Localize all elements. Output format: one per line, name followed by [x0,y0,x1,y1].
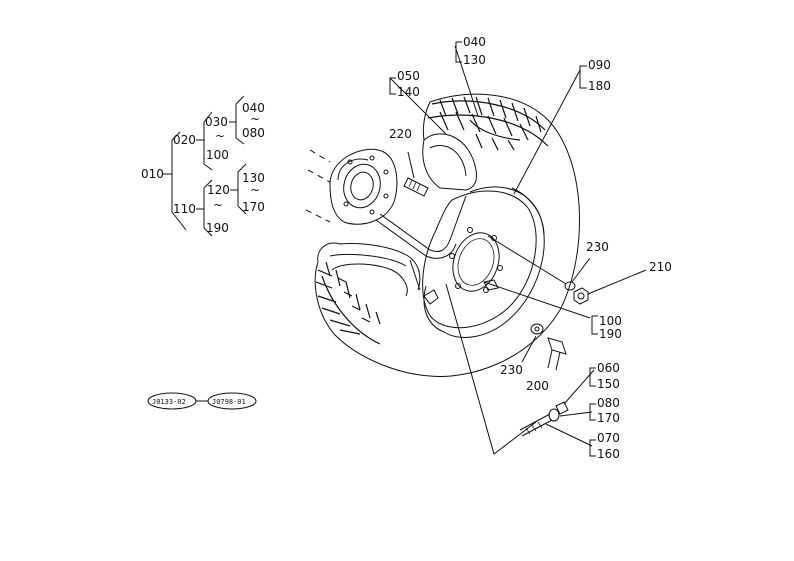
callout-050: 050 [397,69,420,83]
tree-node-190: 190 [206,221,229,235]
tree-node-010: 010 [141,167,164,181]
tyre-lower-left [315,242,421,345]
tree-tilde-3: ~ [213,198,223,212]
leader-lines [389,45,647,455]
callout-220: 220 [389,127,412,141]
bolt-200-washer-230 [530,323,567,371]
callout-040: 040 [463,35,486,49]
tree-node-170: 170 [242,200,265,214]
tree-node-020: 020 [173,133,196,147]
tree-tilde-4: ~ [250,183,260,197]
reference-codes: J0133-02 J0798-01 [147,392,257,410]
callout-190: 190 [599,327,622,341]
wheel-assembly-drawing [305,45,647,455]
callout-160: 160 [597,447,620,461]
tree-node-040: 040 [242,101,265,115]
callout-090: 090 [588,58,611,72]
callout-140: 140 [397,85,420,99]
callout-080: 080 [597,396,620,410]
tyre-outline [314,93,580,377]
ref-code-right: J0798-01 [212,398,246,406]
callout-230-lower: 230 [500,363,523,377]
callout-150: 150 [597,377,620,391]
inner-tube [379,195,467,253]
tread-upper [427,96,549,151]
part-number-tree: 010 020 030 040 ~ 080 ~ 100 110 120 ~ 19… [141,95,265,237]
callout-060: 060 [597,361,620,375]
callout-200: 200 [526,379,549,393]
tree-node-110: 110 [173,202,196,216]
ref-code-left: J0133-02 [152,398,186,406]
tree-node-030: 030 [205,115,228,129]
callout-210: 210 [649,260,672,274]
stud-220 [403,177,429,197]
callout-100: 100 [599,314,622,328]
callout-180: 180 [588,79,611,93]
tree-node-130: 130 [242,171,265,185]
tree-node-120: 120 [207,183,230,197]
tree-node-100: 100 [206,148,229,162]
callout-130: 130 [463,53,486,67]
callout-170: 170 [597,411,620,425]
tree-tilde-2: ~ [215,129,225,143]
hub-plate [329,148,398,225]
wheel-rim [422,186,545,338]
nut-210-washer-230 [564,281,589,305]
callout-labels: 040 130 090 180 050 140 220 230 210 100 … [389,35,672,461]
ref-oval-right [207,392,257,410]
callout-230-upper: 230 [586,240,609,254]
tree-node-080: 080 [242,126,265,140]
tree-tilde-1: ~ [250,112,260,126]
valve-assembly [519,401,569,437]
callout-070: 070 [597,431,620,445]
